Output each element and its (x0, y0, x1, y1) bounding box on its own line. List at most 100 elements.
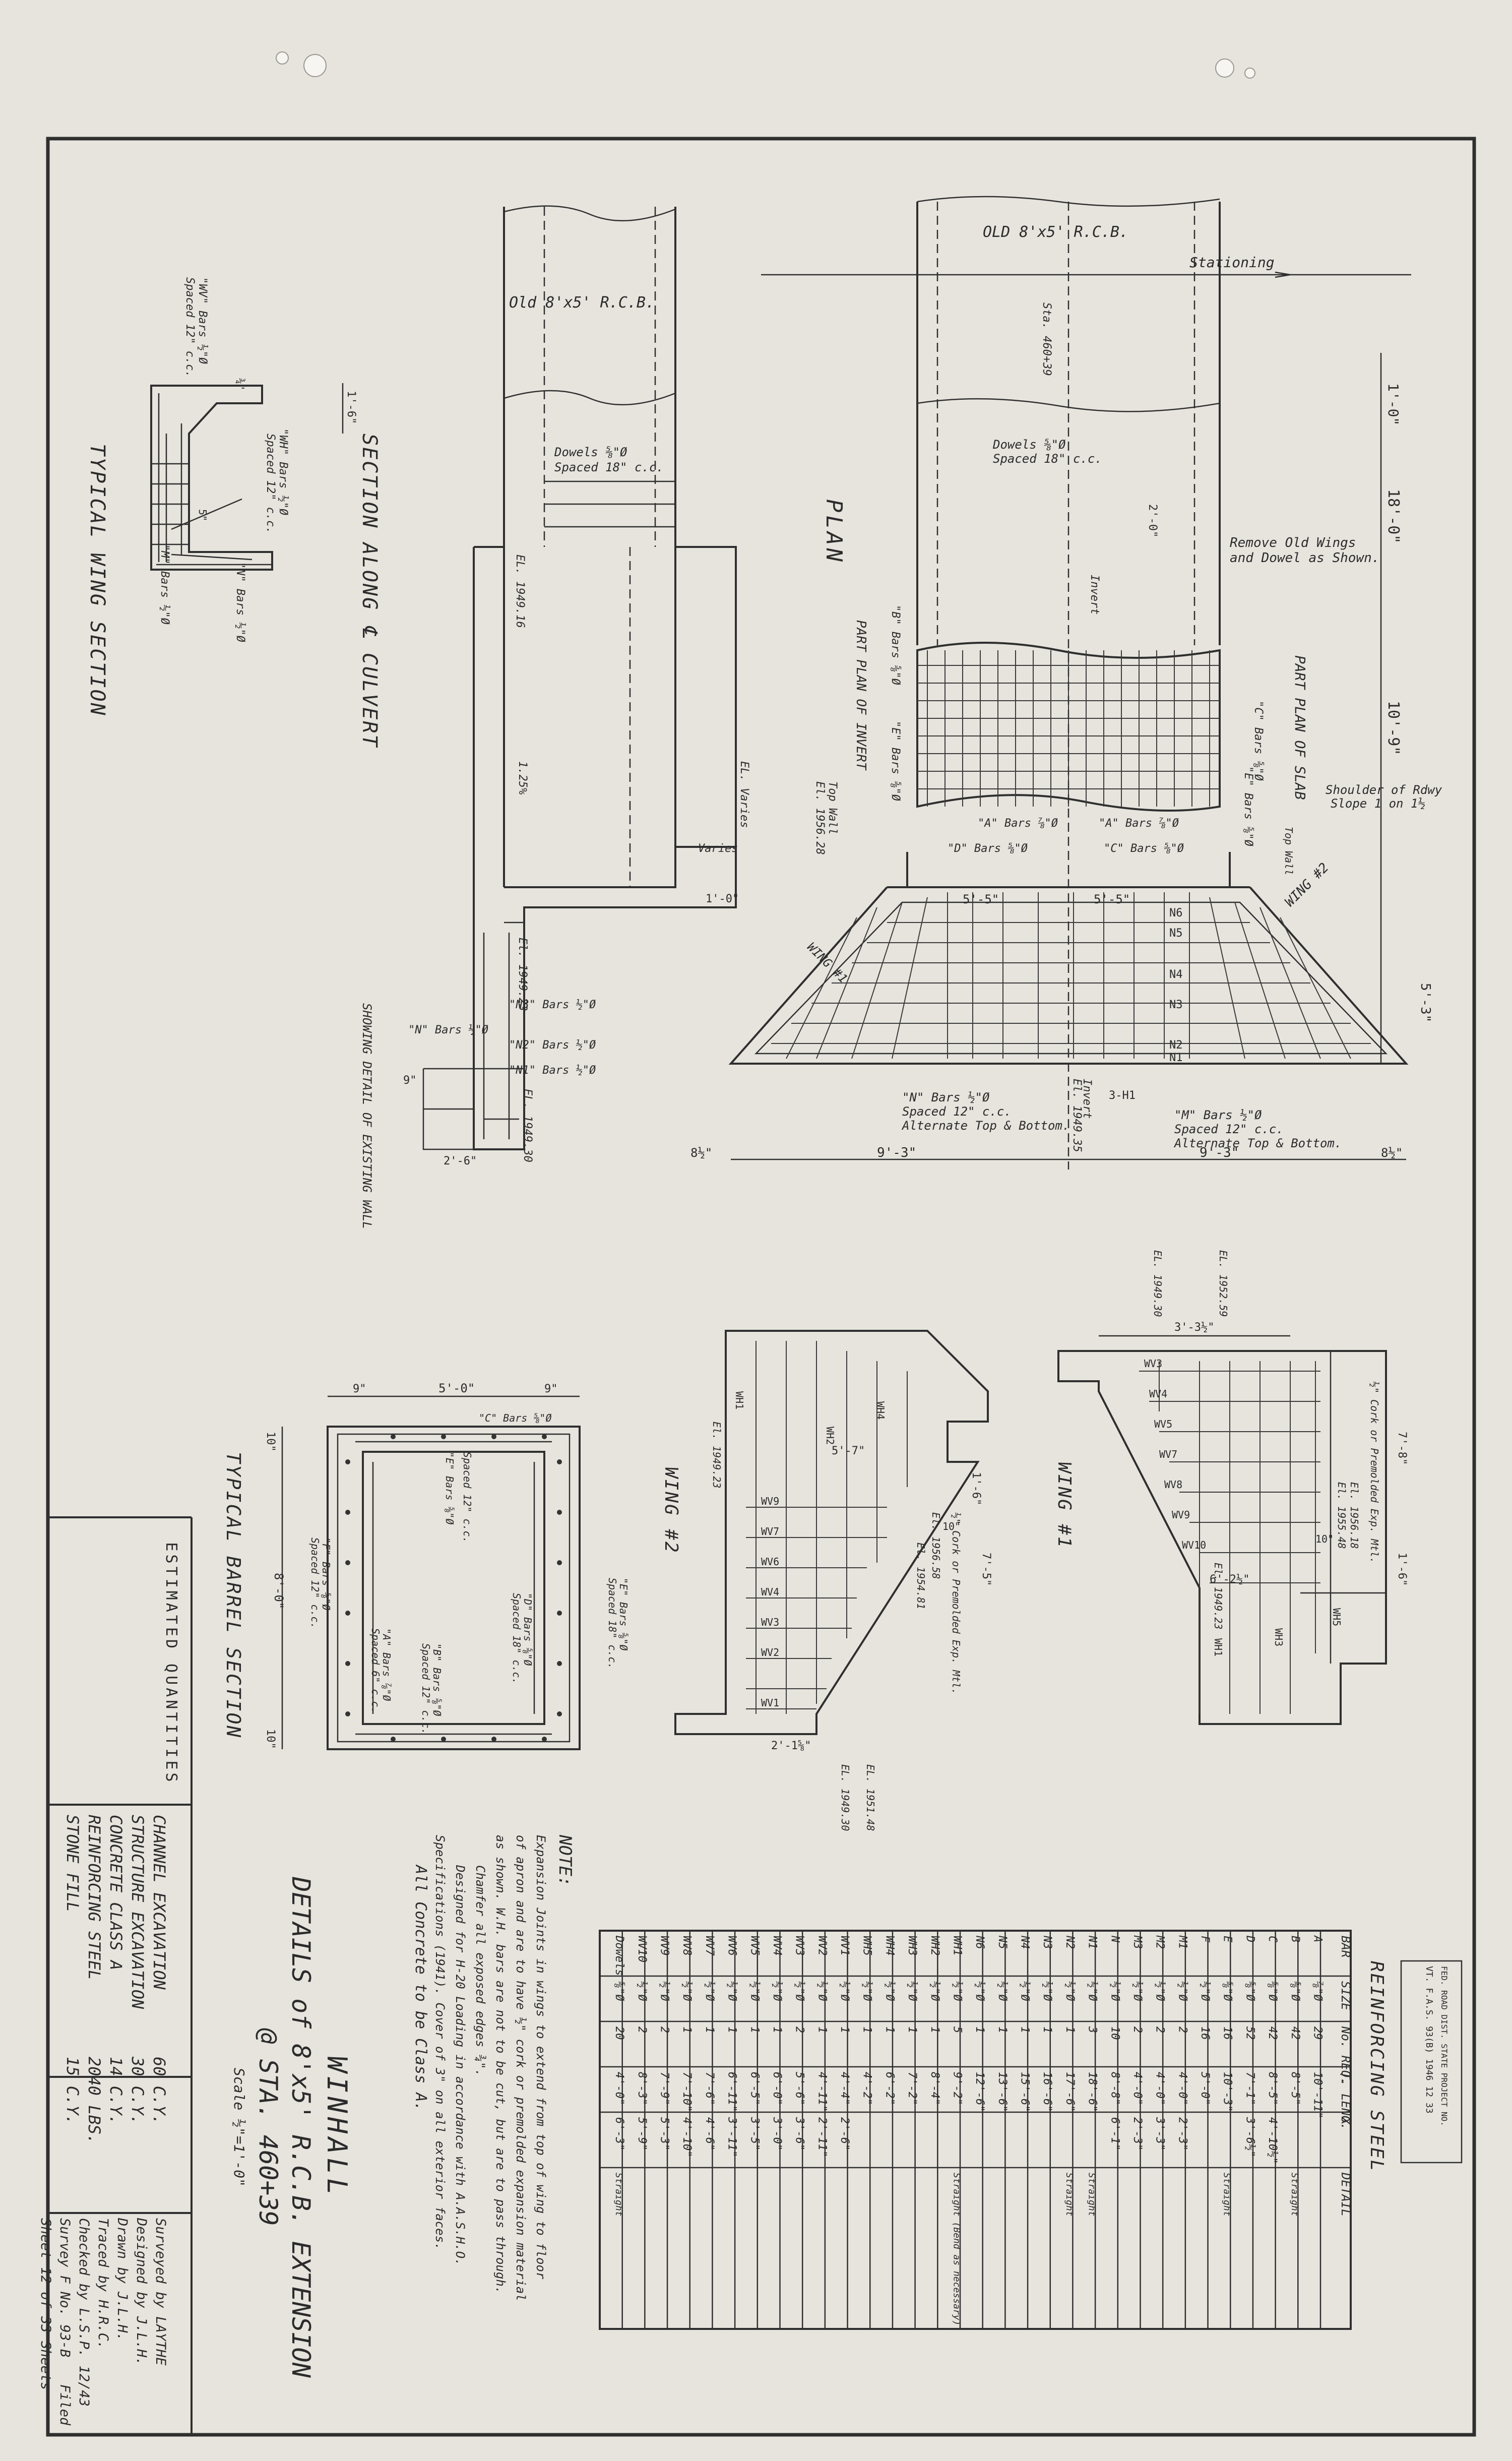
table-cell: 4'-2" (861, 2072, 873, 2105)
table-cell: ½"Ø (951, 1981, 963, 2001)
table-cell: 2 (636, 2026, 648, 2033)
note-line: Chamfer all exposed edges ¾". (473, 1865, 487, 2076)
plan-d-bars: "D" Bars ⅝"Ø (948, 842, 1028, 855)
wing1-el: El. 1955.48 (1336, 1482, 1348, 1549)
table-cell: ½"Ø (1199, 1981, 1211, 2001)
plan-dowels: Dowels ⅝"Ø (992, 438, 1066, 452)
table-cell: 4'-0" (1154, 2072, 1166, 2105)
plan-dim: 5'-3" (1418, 983, 1433, 1022)
table-cell: Dowels (613, 1935, 625, 1976)
wing-section-dim: 1'-6" (345, 391, 357, 424)
table-cell: 3'-6" (793, 2117, 806, 2150)
table-cell: C (1266, 1936, 1279, 1943)
section-dowels-spacing: Spaced 18" c.c. (554, 460, 664, 474)
table-cell: WH1 (951, 1936, 963, 1956)
wing-section-wh-spacing: Spaced 12" c.c. (264, 434, 277, 534)
section-along-culvert: SECTION ALONG ℄ CULVERT Old 8'x5' R.C.B.… (358, 205, 750, 1229)
plan-dim: 1'-0" (1385, 383, 1402, 425)
quantity-value: 14 C.Y. (106, 2057, 125, 2125)
table-cell: ½"Ø (906, 1981, 918, 2001)
wing-1-elevation: WING #1 WV3 WV4 WV5 WV7 WV8 WV9 WV10 WH1… (1054, 1250, 1408, 1725)
quantity-item: REINFORCING STEEL (85, 1815, 104, 1980)
table-cell: M1 (1176, 1935, 1188, 1949)
table-cell: Straight (1087, 2173, 1097, 2217)
table-cell: 3'-5" (748, 2117, 761, 2150)
table-cell: 8'-4" (928, 2072, 941, 2105)
plan-remove-wings: Remove Old Wings (1230, 535, 1356, 550)
table-cell: 4'-4" (838, 2072, 851, 2105)
table-cell: ⅝"Ø (1266, 1981, 1279, 2001)
table-cell: 1 (815, 2026, 828, 2033)
table-cell: 8'-5" (1266, 2072, 1279, 2105)
drawing-station: @ STA. 460+39 (254, 2028, 283, 2226)
plan-e-bars: "E" Bars ⅝"Ø (889, 721, 902, 801)
table-cell: ½"Ø (861, 1981, 873, 2001)
table-cell: F (1199, 1936, 1211, 1943)
barrel-d-spacing: Spaced 18" c.c. (511, 1593, 523, 1684)
plan-invert-2: Invert (1081, 1079, 1093, 1119)
table-cell: 1 (838, 2026, 851, 2033)
table-cell: 4'-6" (703, 2117, 716, 2150)
table-cell: ½"Ø (1131, 1981, 1144, 2001)
quantity-value: 15 C.Y. (63, 2057, 82, 2125)
table-cell: ½"Ø (1086, 1981, 1099, 2001)
table-cell: B (1289, 1936, 1301, 1942)
plan-n-spacing: Spaced 12" c.c. (902, 1104, 1012, 1119)
plan-n-mark: N2 (1169, 1039, 1183, 1052)
table-cell: N3 (1041, 1935, 1053, 1949)
note-line: of apron and are to have ½" cork or prem… (514, 1835, 528, 2301)
table-cell: ½"Ø (1041, 1981, 1053, 2001)
wing2-el: EL. 1951.48 (864, 1764, 876, 1831)
table-cell: WH3 (906, 1936, 918, 1956)
table-cell: 7'-9" (658, 2072, 671, 2105)
table-cell: 7'-1" (1243, 2072, 1256, 2105)
barrel-e-spacing: Spaced 18" c.c. (606, 1578, 618, 1669)
plan-c-bars-slab: "C" Bars ⅝"Ø (1252, 701, 1265, 781)
wing-section-title: TYPICAL WING SECTION (86, 444, 109, 717)
plan-alternate: Alternate Top & Bottom. (901, 1119, 1069, 1133)
wing-section-dim: 5" (197, 509, 209, 521)
table-cell: 1 (996, 2026, 1009, 2033)
section-dim: 9" (403, 1074, 417, 1087)
table-cell: 10'-3" (1221, 2072, 1234, 2112)
table-column-header: BAR (1339, 1936, 1353, 1957)
table-cell: ½"Ø (883, 1981, 896, 2001)
table-cell: 5'-0" (1199, 2072, 1211, 2105)
barrel-bar-dots (345, 1434, 562, 1742)
plan-top-wall-2: Top Wall (1283, 827, 1295, 875)
note-line: Specifications (1941). Cover of 3" on al… (433, 1835, 447, 2250)
plan-a-bars-2: "A" Bars ⅞"Ø (1099, 817, 1179, 830)
section-el-varies: EL. Varies (738, 761, 750, 828)
table-cell: 2 (1154, 2026, 1166, 2033)
barrel-dim: 8'-0" (272, 1573, 286, 1609)
table-cell: ⅝"Ø (613, 1981, 625, 2001)
table-cell: ½"Ø (973, 1981, 986, 2001)
wing2-wh: WH2 (824, 1427, 836, 1445)
section-dim: 2'-6" (444, 1155, 477, 1167)
table-cell: ½"Ø (996, 1981, 1009, 2001)
table-column-header: No. REQ. (1339, 2026, 1353, 2085)
barrel-b-spacing: Spaced 12" c.c. (420, 1643, 432, 1735)
credit-checked: Checked by L.S.P. 12/43 (76, 2218, 92, 2407)
table-cell: 9'-2" (951, 2072, 963, 2105)
wing2-wv: WV9 (761, 1495, 779, 1507)
wing2-wv: WV4 (761, 1586, 779, 1598)
table-cell: ½"Ø (680, 1981, 693, 2001)
table-cell: 1 (861, 2026, 873, 2033)
plan-shoulder: Shoulder of Rdwy (1326, 783, 1442, 797)
credit-surveyed: Surveyed by LAYTHE (153, 2218, 168, 2366)
table-cell: N4 (1019, 1935, 1031, 1949)
wing1-dim: 7'-8" (1396, 1432, 1408, 1465)
wing2-dim: 1'-6" (970, 1472, 982, 1505)
notes: NOTE: Expansion Joints in wings to exten… (412, 1834, 575, 2301)
table-cell: 10 (1108, 2026, 1121, 2040)
quantity-item: CONCRETE CLASS A (106, 1815, 125, 1970)
plan-n-mark: N5 (1169, 927, 1183, 940)
wing1-wv: WV4 (1149, 1388, 1167, 1400)
barrel-e-bars-2: "E" Bars ⅝"Ø (617, 1578, 629, 1651)
table-cell: ⅝"Ø (1221, 1981, 1234, 2001)
barrel-title: TYPICAL BARREL SECTION (222, 1452, 244, 1739)
credit-traced: Traced by H.R.C. (95, 2218, 111, 2349)
